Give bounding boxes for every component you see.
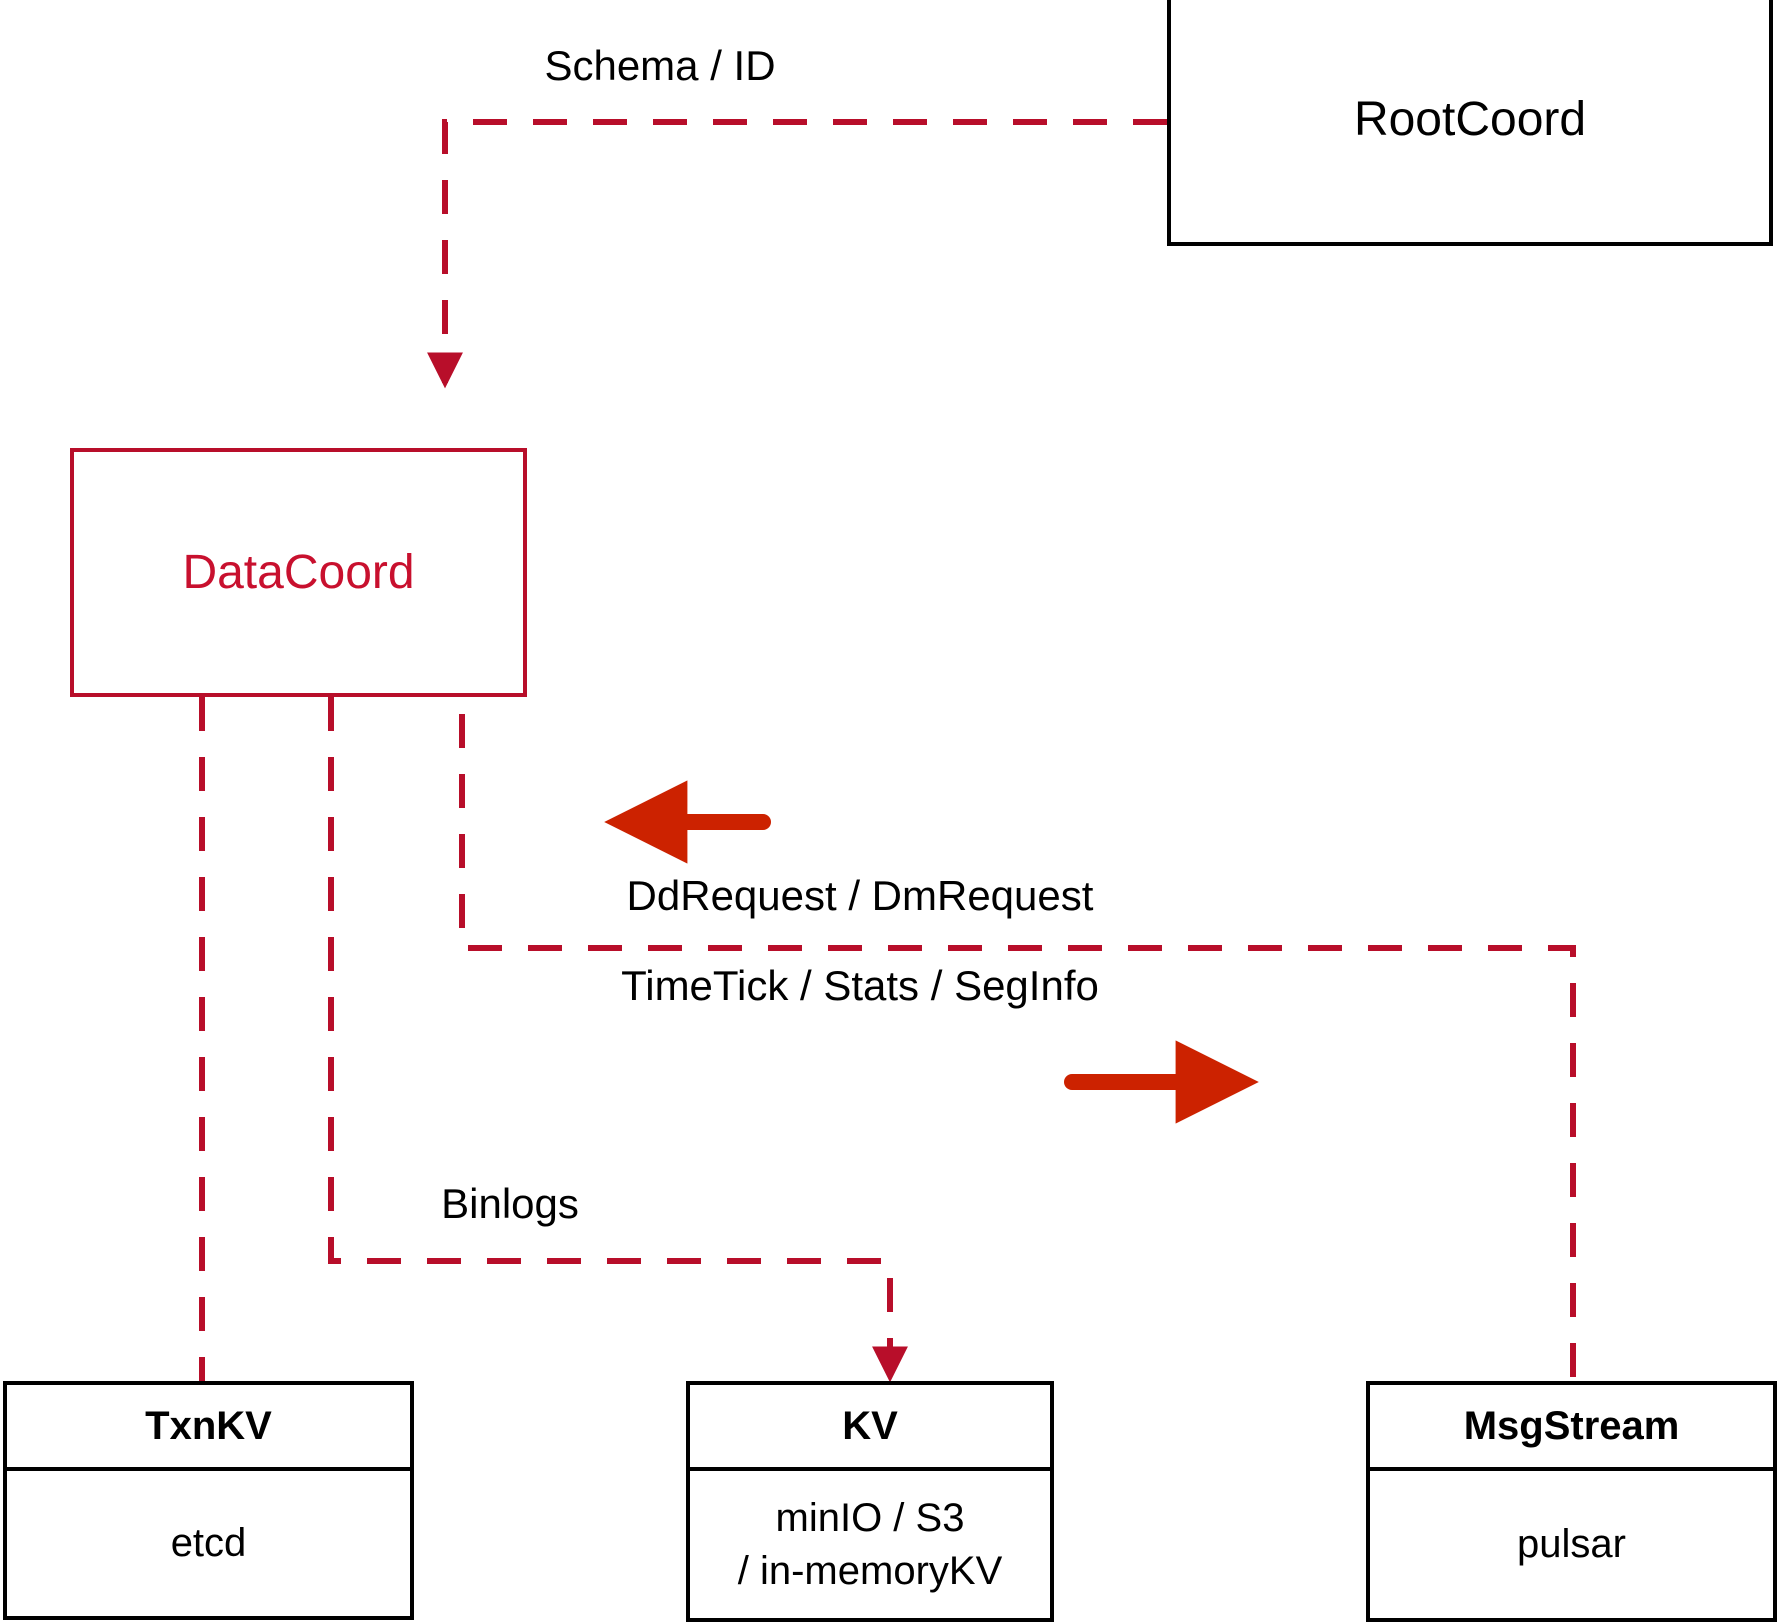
node-txnkv-divider	[7, 1467, 410, 1471]
edge-schema-id	[427, 119, 1167, 389]
edge-label-schema-id: Schema / ID	[544, 42, 776, 89]
node-rootcoord[interactable]: RootCoord	[1167, 0, 1773, 246]
edge-label-timetick-stats-seginfo: TimeTick / Stats / SegInfo	[621, 962, 1099, 1009]
node-kv-title: KV	[842, 1403, 898, 1448]
node-txnkv-body: etcd	[170, 1521, 247, 1566]
node-kv[interactable]: KV minIO / S3 / in-memoryKV	[686, 1381, 1054, 1622]
node-kv-divider	[690, 1467, 1050, 1471]
node-kv-body-line1: minIO / S3	[775, 1495, 965, 1540]
node-rootcoord-label: RootCoord	[1353, 92, 1587, 146]
node-txnkv-title: TxnKV	[145, 1403, 272, 1448]
node-msgstream[interactable]: MsgStream pulsar	[1366, 1381, 1777, 1622]
edge-label-binlogs: Binlogs	[441, 1180, 579, 1227]
node-datacoord[interactable]: DataCoord	[70, 448, 527, 697]
node-kv-body: minIO / S3 / in-memoryKV	[690, 1471, 1050, 1618]
node-kv-body-line2: / in-memoryKV	[737, 1548, 1003, 1593]
edge-label-dd-dm-request: DdRequest / DmRequest	[626, 872, 1094, 919]
node-txnkv[interactable]: TxnKV etcd	[3, 1381, 414, 1620]
node-msgstream-divider	[1370, 1467, 1773, 1471]
node-msgstream-title: MsgStream	[1463, 1403, 1680, 1448]
node-msgstream-body: pulsar	[1517, 1522, 1626, 1567]
edge-binlogs	[328, 697, 908, 1383]
node-datacoord-label: DataCoord	[182, 546, 415, 599]
edge-msgstream-datacoord	[444, 621, 1576, 1377]
